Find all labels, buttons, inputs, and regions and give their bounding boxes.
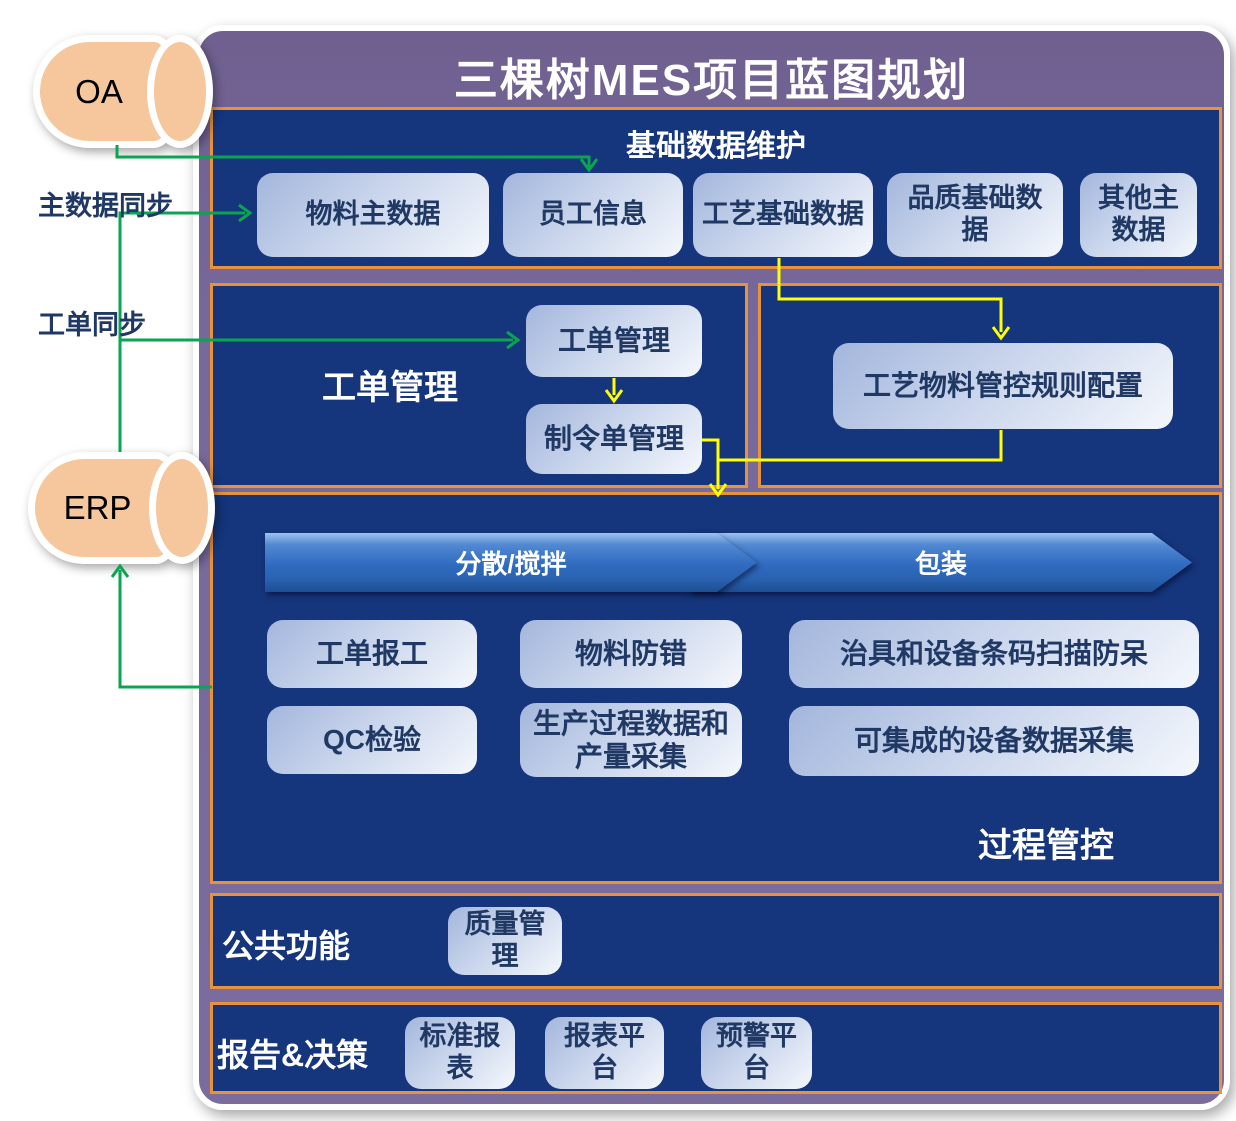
erp-label: ERP xyxy=(63,489,132,526)
box-other-master-data: 其他主数据 xyxy=(1080,173,1197,257)
box-quality-base-data: 品质基础数据 xyxy=(887,173,1063,257)
erp-cylinder-cap xyxy=(149,452,215,564)
box-material-master-data: 物料主数据 xyxy=(257,173,489,257)
box-integrable-equipment-data-collection: 可集成的设备数据采集 xyxy=(789,706,1199,776)
stage-banner-packaging-label: 包装 xyxy=(690,533,1192,592)
stage-banner-dispersion-mixing-label: 分散/搅拌 xyxy=(265,533,757,592)
work-order-sync-label: 工单同步 xyxy=(38,310,146,340)
section-report-decision-title: 报告&决策 xyxy=(217,1037,369,1073)
section-work-order-title: 工单管理 xyxy=(322,369,458,407)
oa-cylinder-cap xyxy=(147,35,213,148)
box-qc-inspection: QC检验 xyxy=(267,706,477,774)
box-process-material-rules-config: 工艺物料管控规则配置 xyxy=(833,343,1173,429)
box-quality-management: 质量管理 xyxy=(448,907,562,975)
box-fixture-equipment-barcode-scan: 治具和设备条码扫描防呆 xyxy=(789,620,1199,688)
box-work-order-mgmt: 工单管理 xyxy=(526,305,702,377)
box-material-error-proofing: 物料防错 xyxy=(520,620,742,688)
oa-system-cylinder: OA xyxy=(33,35,213,148)
box-alert-platform: 预警平台 xyxy=(701,1017,812,1089)
page-title: 三棵树MES项目蓝图规划 xyxy=(453,56,970,105)
erp-system-cylinder: ERP xyxy=(28,452,215,564)
master-data-sync-label: 主数据同步 xyxy=(38,191,173,221)
box-production-data-output-collection: 生产过程数据和产量采集 xyxy=(520,703,742,777)
section-process-control-title: 过程管控 xyxy=(978,827,1114,865)
box-standard-reports: 标准报表 xyxy=(405,1017,515,1089)
box-command-order-mgmt: 制令单管理 xyxy=(526,404,702,474)
box-work-order-reporting: 工单报工 xyxy=(267,620,477,688)
box-process-base-data: 工艺基础数据 xyxy=(693,173,873,257)
section-common-functions xyxy=(210,893,1222,989)
section-common-functions-title: 公共功能 xyxy=(222,928,351,964)
stage-banner-packaging: 包装 xyxy=(690,533,1192,592)
oa-label: OA xyxy=(75,72,123,110)
box-employee-info: 员工信息 xyxy=(503,173,683,257)
box-report-platform: 报表平台 xyxy=(545,1017,664,1089)
section-base-data-title: 基础数据维护 xyxy=(626,130,806,163)
stage-banner-dispersion-mixing: 分散/搅拌 xyxy=(265,533,757,592)
